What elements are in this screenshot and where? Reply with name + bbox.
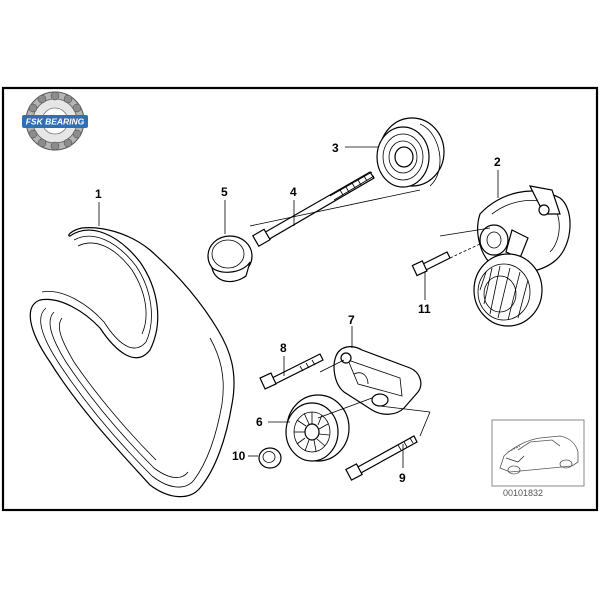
car-outline-icon: [499, 435, 579, 475]
callout-2: 2: [494, 155, 501, 169]
fsk-bearing-logo: FSK BEARING: [22, 91, 88, 151]
callout-5: 5: [221, 185, 228, 199]
logo-brand-text: FSK BEARING: [26, 117, 85, 127]
callout-4: 4: [290, 185, 297, 199]
callout-10: 10: [232, 449, 246, 463]
assembly-lines: [249, 189, 491, 437]
callout-3: 3: [332, 141, 339, 155]
callout-6: 6: [256, 415, 263, 429]
part-1-drive-belt: [29, 227, 235, 498]
callout-8: 8: [280, 341, 287, 355]
part-4-long-bolt: [251, 171, 375, 248]
inset-ref-number: 00101832: [503, 488, 543, 498]
part-5-dust-cap: [207, 235, 253, 283]
part-6-deflection-pulley: [285, 394, 350, 462]
callout-labels: 1 2 3 4 5 6 7 8 9 10 11: [95, 141, 501, 485]
part-7-tensioner-bracket: [333, 346, 422, 415]
callout-7: 7: [348, 313, 355, 327]
part-9-bolt: [345, 435, 418, 481]
callout-9: 9: [399, 471, 406, 485]
part-10-cover-cap: [258, 447, 282, 469]
callout-leaders: [98, 146, 499, 468]
part-8-bolt: [259, 353, 324, 390]
callout-11: 11: [418, 302, 431, 316]
part-3-idler-pulley: [376, 117, 445, 188]
part-11-bolt: [411, 243, 481, 277]
callout-1: 1: [95, 187, 102, 201]
vehicle-inset: 00101832: [491, 419, 585, 498]
part-2-belt-tensioner: [473, 185, 571, 327]
